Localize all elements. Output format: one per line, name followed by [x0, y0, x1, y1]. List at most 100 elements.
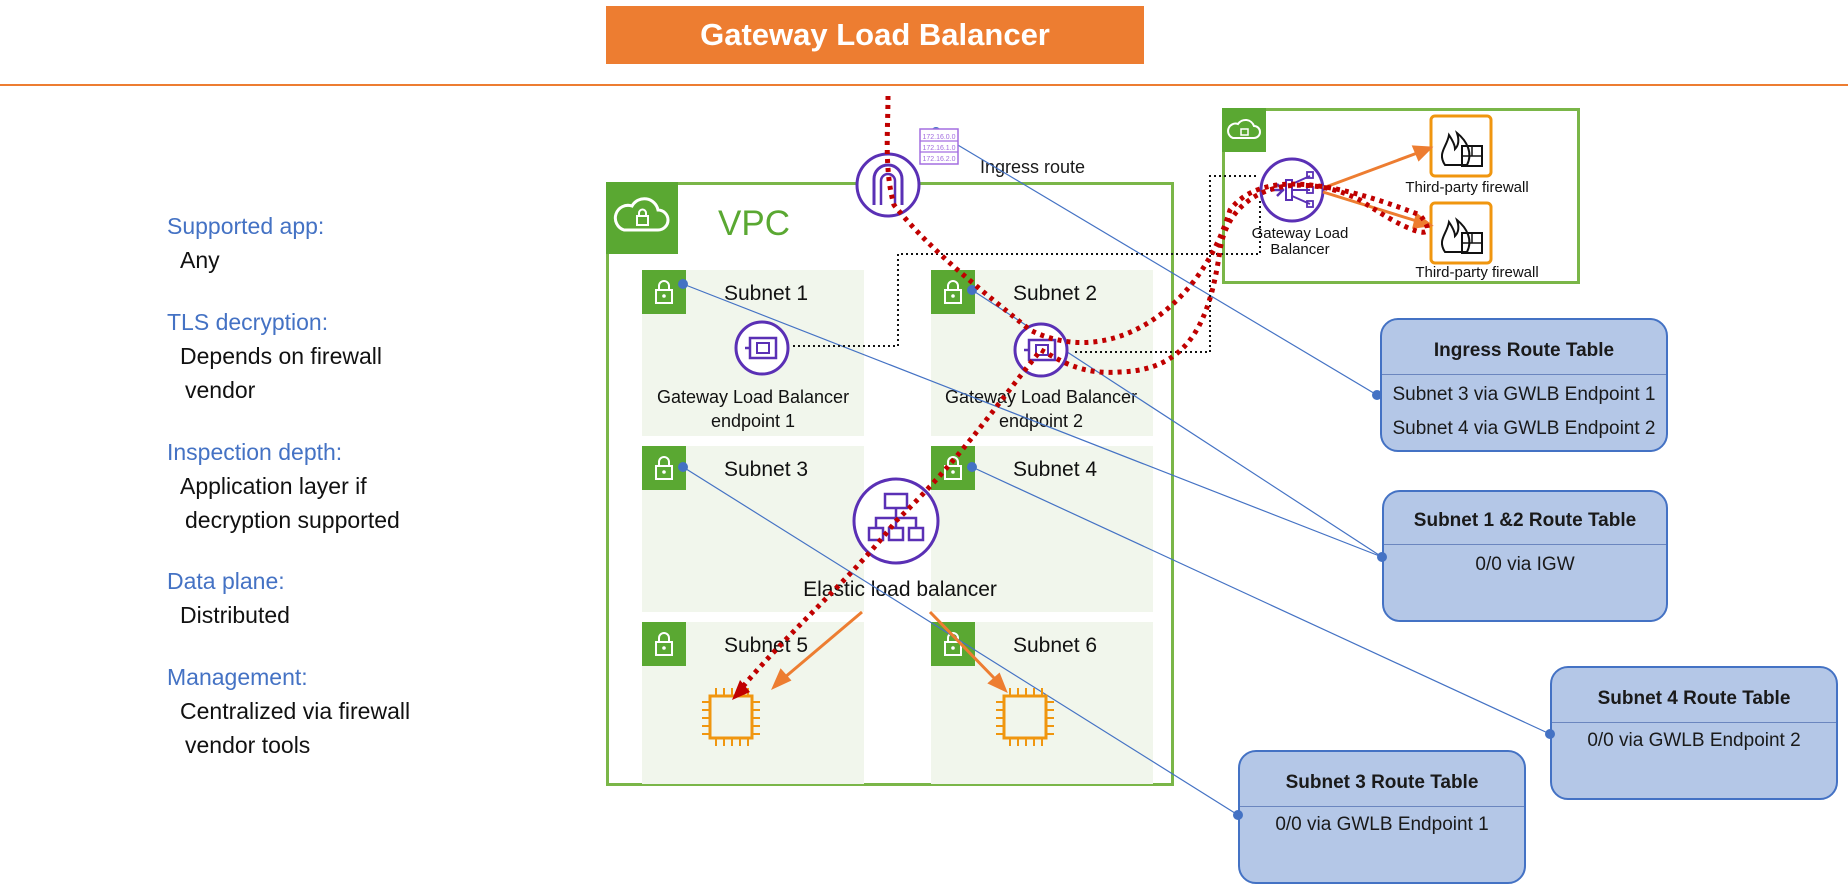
- sidebar-supported-app: Supported app: Any: [167, 209, 324, 277]
- connector-line: [682, 466, 1239, 816]
- traffic-path-line: [738, 95, 1430, 692]
- connector-line: [682, 283, 1383, 558]
- inspection-depth-value-2: decryption supported: [185, 507, 400, 533]
- connector-dot: [1372, 390, 1382, 400]
- divider: [1240, 806, 1524, 807]
- connector-dot: [1545, 729, 1555, 739]
- arrow-head: [987, 672, 1008, 693]
- lock-icon: [931, 622, 975, 666]
- tls-decryption-value-2: vendor: [185, 377, 256, 403]
- gwlb-endpoint-1-label-line-2: endpoint 1: [710, 411, 796, 431]
- elb-label: Elastic load balancer: [803, 578, 997, 601]
- divider: [1382, 374, 1666, 375]
- internet-gateway-icon: [855, 152, 921, 218]
- subnet-3-route-table: Subnet 3 Route Table 0/0 via GWLB Endpoi…: [1238, 750, 1526, 884]
- gwlb-label-line-2: Balancer: [1270, 241, 1330, 258]
- connector-line: [935, 131, 1378, 396]
- vpc-label: VPC: [718, 204, 790, 243]
- divider: [1384, 544, 1666, 545]
- subnet-3-route-table-title: Subnet 3 Route Table: [1285, 772, 1479, 793]
- title-divider: [0, 84, 1848, 86]
- subnet-1-label: Subnet 1: [724, 282, 809, 305]
- subnet-3-label: Subnet 3: [724, 458, 809, 481]
- tls-decryption-heading: TLS decryption:: [167, 309, 329, 335]
- lock-icon: [642, 270, 686, 314]
- ingress-route-row-2: Subnet 4 via GWLB Endpoint 2: [1392, 418, 1656, 439]
- connector-dot: [1377, 552, 1387, 562]
- supported-app-heading: Supported app:: [167, 213, 325, 239]
- arrow-head: [1411, 145, 1434, 162]
- divider: [1552, 722, 1836, 723]
- gwlb-endpoint-1-label-line-1: Gateway Load Balancer: [656, 387, 850, 407]
- third-party-firewall-1-label: Third-party firewall: [1405, 179, 1529, 196]
- endpoint-2-link: [1075, 175, 1258, 353]
- traffic-arrow-head: [732, 680, 750, 700]
- data-plane-value: Distributed: [180, 602, 290, 628]
- connector-dot: [678, 279, 688, 289]
- ec2-instance-2-icon: [996, 688, 1054, 746]
- connector-line: [971, 466, 1551, 735]
- tls-decryption-value-1: Depends on firewall: [180, 343, 383, 369]
- gwlb-endpoint-2-label-line-1: Gateway Load Balancer: [944, 387, 1138, 407]
- subnet-4-route-row-1: 0/0 via GWLB Endpoint 2: [1587, 730, 1801, 751]
- inspection-depth-heading: Inspection depth:: [167, 439, 343, 465]
- gwlb-endpoint-1-label: Gateway Load Balancer endpoint 1: [646, 385, 860, 433]
- subnet-4-route-table: Subnet 4 Route Table 0/0 via GWLB Endpoi…: [1550, 666, 1838, 800]
- firewall-2-icon: [1429, 201, 1493, 265]
- subnet-4-route-table-title: Subnet 4 Route Table: [1597, 688, 1791, 709]
- connector-dot: [678, 462, 688, 472]
- connector-dot: [1233, 810, 1243, 820]
- sidebar-data-plane: Data plane: Distributed: [167, 564, 290, 632]
- ingress-route-label: Ingress route: [980, 157, 1086, 177]
- ec2-instance-1-icon: [702, 688, 760, 746]
- vpc-cloud-icon: [606, 182, 678, 254]
- subnet-3-route-row-1: 0/0 via GWLB Endpoint 1: [1275, 814, 1489, 835]
- page-title: Gateway Load Balancer: [606, 6, 1144, 64]
- arrow-line: [783, 610, 863, 680]
- gwlb-label: Gateway Load Balancer: [1236, 226, 1364, 258]
- arrow-head: [771, 668, 792, 691]
- route-ip-3: 172.16.2.0: [922, 156, 955, 163]
- firewall-vpc-container: [1222, 108, 1580, 284]
- ingress-route-table: Ingress Route Table Subnet 3 via GWLB En…: [1380, 318, 1668, 452]
- gateway-load-balancer-icon: [1259, 157, 1325, 223]
- subnet-1-2-route-row-1: 0/0 via IGW: [1475, 554, 1575, 575]
- endpoint-1-link: [793, 198, 1261, 347]
- management-value-2: vendor tools: [185, 732, 311, 758]
- gwlb-endpoint-2-icon: [1013, 322, 1069, 378]
- subnet-4-label: Subnet 4: [1013, 458, 1098, 481]
- ingress-route-table-title: Ingress Route Table: [1433, 340, 1615, 361]
- third-party-firewall-2-label: Third-party firewall: [1415, 264, 1539, 281]
- sidebar-inspection-depth: Inspection depth: Application layer if d…: [167, 435, 400, 537]
- route-association-lines: [682, 131, 1551, 816]
- gwlb-to-firewall-arrows: [1322, 145, 1434, 229]
- gwlb-endpoint-1-icon: [734, 320, 790, 376]
- firewall-1-icon: [1429, 114, 1493, 178]
- supported-app-value: Any: [180, 247, 220, 273]
- data-plane-heading: Data plane:: [167, 568, 285, 594]
- traffic-flow-path: [738, 95, 1430, 692]
- arrow-line: [1322, 190, 1421, 224]
- connector-dot: [967, 462, 977, 472]
- route-ip-1: 172.16.0.0: [922, 134, 955, 141]
- gwlb-label-line-1: Gateway Load: [1251, 225, 1349, 242]
- lock-icon: [642, 622, 686, 666]
- management-heading: Management:: [167, 664, 308, 690]
- route-table-icon: 172.16.0.0 172.16.1.0 172.16.2.0: [919, 128, 959, 165]
- management-value-1: Centralized via firewall: [180, 698, 411, 724]
- connector-dot: [967, 285, 977, 295]
- subnet-1-2-route-table-title: Subnet 1 &2 Route Table: [1413, 510, 1637, 531]
- sidebar-management: Management: Centralized via firewall ven…: [167, 660, 410, 762]
- route-ip-2: 172.16.1.0: [922, 145, 955, 152]
- inspection-depth-value-1: Application layer if: [180, 473, 367, 499]
- cloud-lock-icon: [1222, 108, 1266, 152]
- sidebar-tls-decryption: TLS decryption: Depends on firewall vend…: [167, 305, 382, 407]
- endpoint-links: [793, 175, 1261, 353]
- ingress-route-row-1: Subnet 3 via GWLB Endpoint 1: [1392, 384, 1656, 405]
- subnet-6-label: Subnet 6: [1013, 634, 1098, 657]
- arrow-line: [928, 610, 998, 682]
- elb-to-instance-arrows: [771, 610, 1008, 693]
- arrow-line: [1322, 150, 1421, 190]
- subnet-2-label: Subnet 2: [1013, 282, 1098, 305]
